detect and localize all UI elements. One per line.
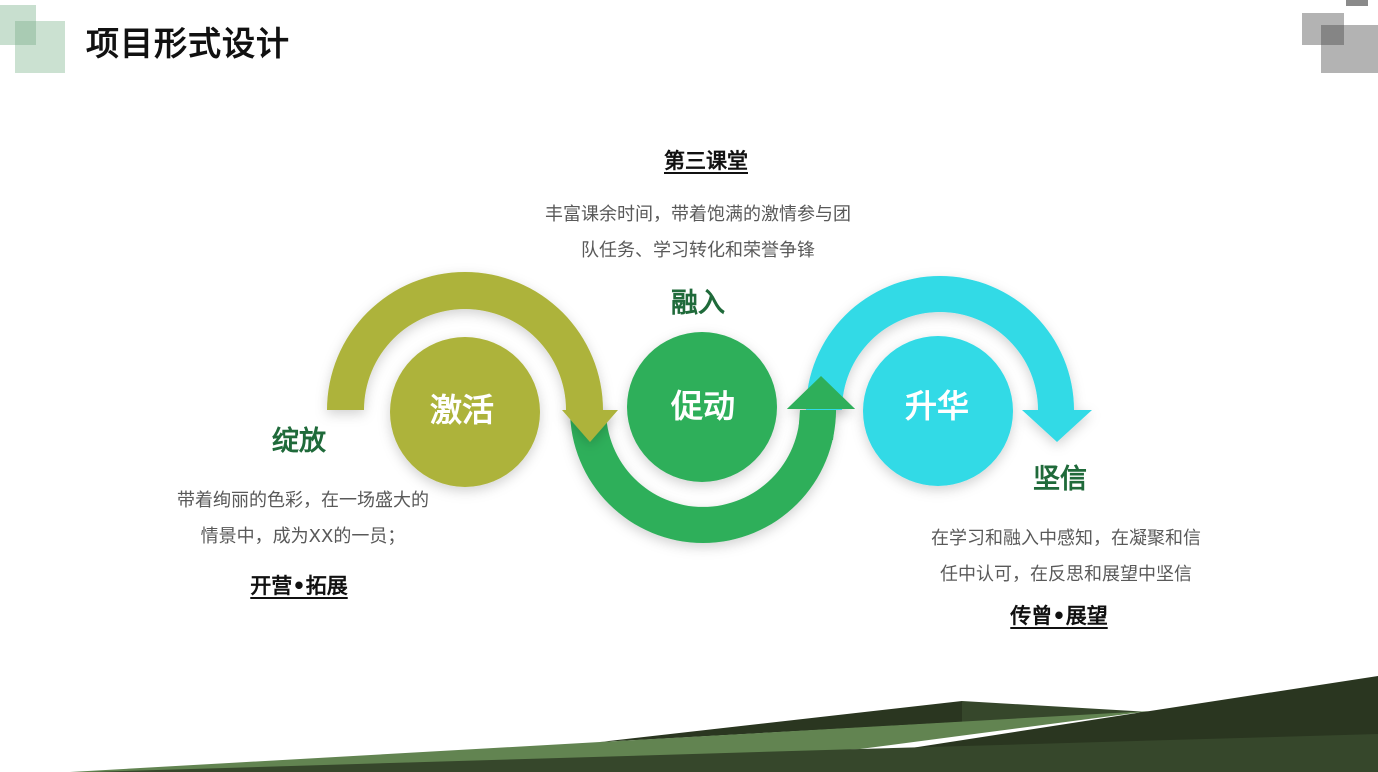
stage-3-description: 在学习和融入中感知，在凝聚和信 任中认可，在反思和展望中坚信 xyxy=(886,521,1246,593)
stage-1-description: 带着绚丽的色彩，在一场盛大的 情景中，成为XX的一员； xyxy=(123,483,483,555)
stage-3-description-line-2: 任中认可，在反思和展望中坚信 xyxy=(940,564,1192,585)
circle-activate xyxy=(390,337,540,487)
stage-label-believe: 坚信 xyxy=(1033,464,1087,495)
cyan-arc-arrow xyxy=(806,276,1092,442)
circle-elevate xyxy=(863,336,1013,486)
stage-1-description-line-2: 情景中，成为XX的一员； xyxy=(200,526,406,547)
circle-label-promote: 促动 xyxy=(670,387,735,425)
stage-2-description-line-2: 队任务、学习转化和荣誉争锋 xyxy=(581,240,815,261)
decor-square-topright-small xyxy=(1346,0,1368,6)
stage-3-description-line-1: 在学习和融入中感知，在凝聚和信 xyxy=(931,528,1201,549)
circle-label-activate: 激活 xyxy=(429,391,494,429)
stage-2-heading: 第三课堂 xyxy=(664,149,748,173)
stage-1-heading: 开营•拓展 xyxy=(250,574,348,598)
decor-square-topleft-overlap xyxy=(15,21,36,45)
page-title: 项目形式设计 xyxy=(86,24,290,63)
circle-promote xyxy=(627,332,777,482)
decor-square-topright-overlap xyxy=(1321,25,1344,45)
olive-arc-arrow xyxy=(327,272,618,442)
stage-3-heading: 传曾•展望 xyxy=(1010,604,1108,628)
stage-label-bloom: 绽放 xyxy=(272,426,326,457)
stage-1-description-line-1: 带着绚丽的色彩，在一场盛大的 xyxy=(177,490,429,511)
circle-label-elevate: 升华 xyxy=(904,387,969,425)
stage-2-description: 丰富课余时间，带着饱满的激情参与团 队任务、学习转化和荣誉争锋 xyxy=(498,197,898,269)
stage-2-description-line-1: 丰富课余时间，带着饱满的激情参与团 xyxy=(545,204,851,225)
stage-label-integrate: 融入 xyxy=(671,288,725,319)
